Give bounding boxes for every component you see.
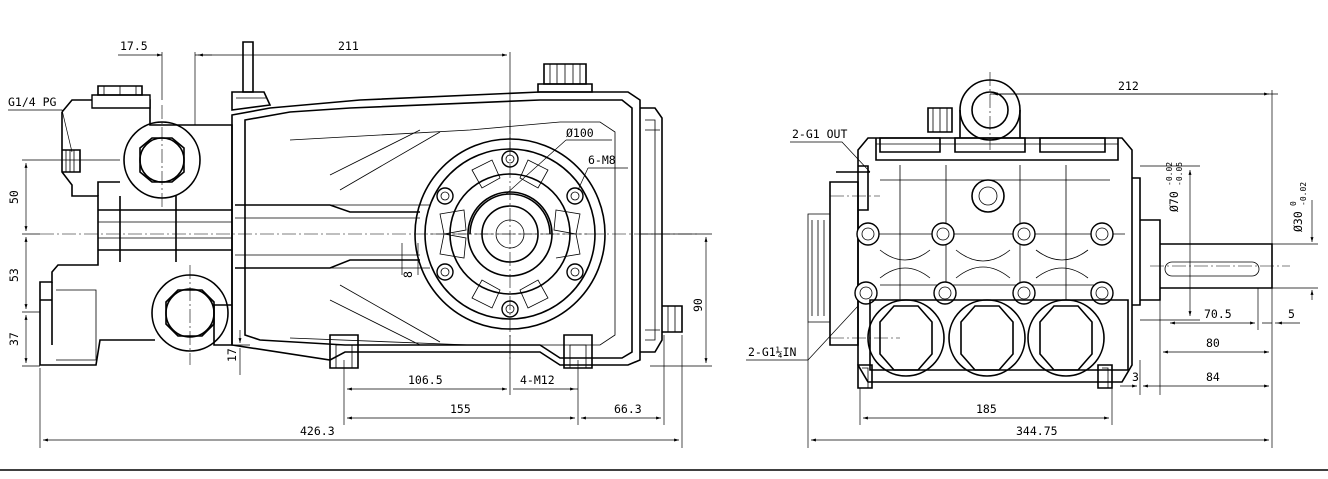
valve-bolts [854, 222, 1114, 305]
dim-50: 50 [7, 190, 21, 204]
dim-344-75: 344.75 [1016, 424, 1058, 438]
dim-70-5: 70.5 [1204, 307, 1232, 321]
dim-17-5: 17.5 [120, 39, 148, 53]
dim-8: 8 [401, 271, 415, 278]
dim-84: 84 [1206, 370, 1220, 384]
label-2g114in: 2-G1¼IN [748, 345, 797, 359]
dim-106-5: 106.5 [408, 373, 443, 387]
dim-17: 17 [225, 348, 239, 362]
dim-3: 3 [1132, 370, 1139, 384]
dim-dia100: Ø100 [566, 126, 594, 140]
label-2g1out: 2-G1 OUT [792, 127, 847, 141]
dim-212: 212 [1118, 79, 1139, 93]
svg-text:-0.02: -0.02 [1165, 162, 1174, 186]
dim-5: 5 [1288, 307, 1295, 321]
label-4m12: 4-M12 [520, 373, 555, 387]
dim-426-3: 426.3 [300, 424, 335, 438]
dim-53: 53 [7, 268, 21, 282]
dim-211: 211 [338, 39, 359, 53]
svg-text:Ø30: Ø30 [1291, 211, 1305, 232]
dim-66-3: 66.3 [614, 402, 642, 416]
svg-text:0: 0 [1289, 201, 1298, 206]
dim-dia70: Ø70 -0.02 -0.05 [1165, 162, 1184, 212]
svg-text:-0.02: -0.02 [1299, 182, 1308, 206]
svg-text:Ø70: Ø70 [1167, 191, 1181, 212]
svg-text:-0.05: -0.05 [1175, 162, 1184, 186]
crankcase [231, 41, 683, 369]
label-g14pg: G1/4 PG [8, 95, 57, 109]
side-view: 212 2-G1 OUT Ø70 -0.02 -0.05 Ø30 0 -0.02… [746, 72, 1318, 448]
dim-155: 155 [450, 402, 471, 416]
label-6m8: 6-M8 [588, 153, 616, 167]
manifold [39, 85, 233, 366]
dim-80: 80 [1206, 336, 1220, 350]
dim-90: 90 [691, 298, 705, 312]
front-dimensions [8, 52, 712, 448]
dim-dia30: Ø30 0 -0.02 [1289, 182, 1308, 232]
dim-185: 185 [976, 402, 997, 416]
dim-37: 37 [7, 332, 21, 346]
side-dimensions [746, 90, 1318, 448]
front-view: 17.5 211 G1/4 PG Ø100 6-M8 50 53 37 8 17… [7, 39, 712, 448]
inlet-ports [867, 299, 1129, 377]
